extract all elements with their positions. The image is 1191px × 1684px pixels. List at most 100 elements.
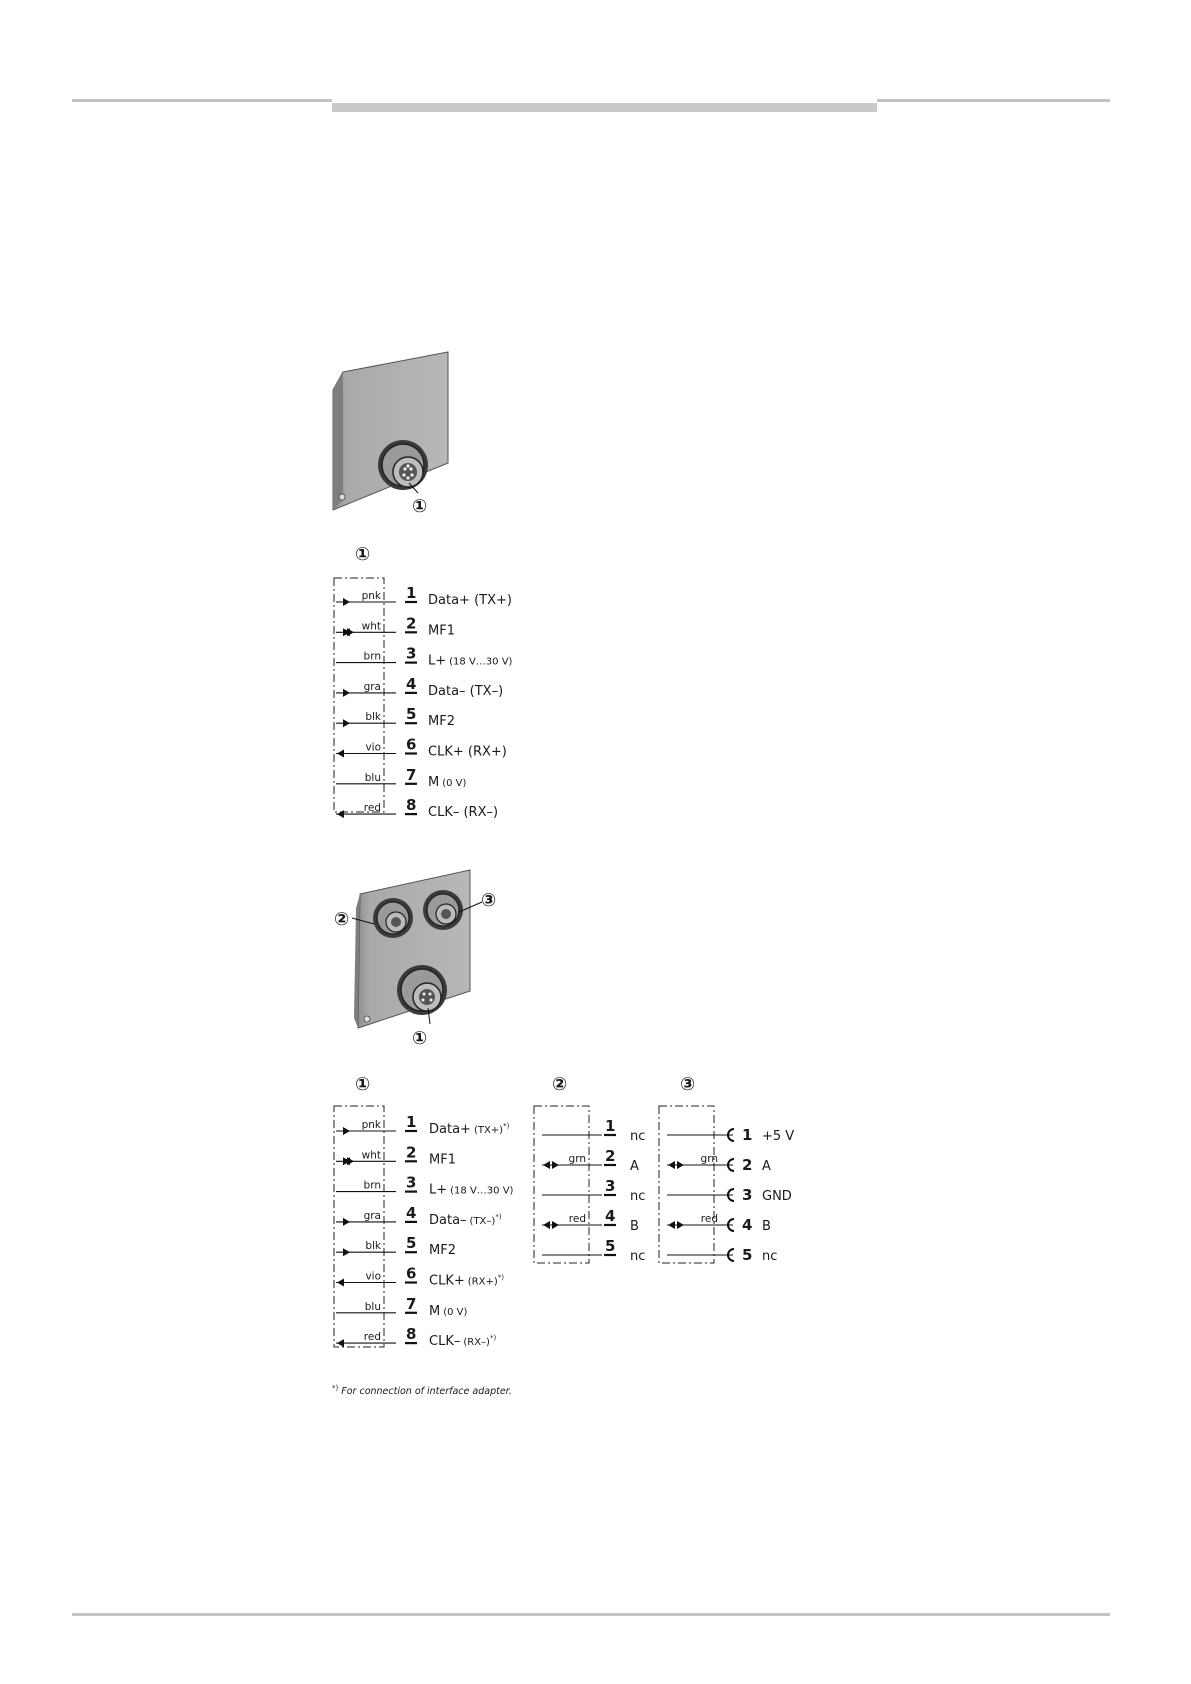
pin-row: grn 2A bbox=[542, 1147, 639, 1174]
arrow-head bbox=[343, 688, 350, 697]
wire-color-label: grn bbox=[701, 1153, 718, 1165]
wire-color-label: blu bbox=[365, 772, 381, 784]
pin-row: 3 nc bbox=[542, 1177, 645, 1204]
arrow-head bbox=[343, 719, 350, 728]
signal-label: Data+ (TX+) bbox=[428, 593, 512, 608]
screw-hole bbox=[338, 493, 346, 501]
callout-1: ① bbox=[412, 1028, 427, 1049]
pin-row: 1 nc bbox=[542, 1117, 645, 1144]
arrow-head bbox=[552, 1221, 559, 1229]
pin-number: 2 bbox=[406, 614, 416, 632]
footnote-mark: *) bbox=[332, 1384, 339, 1392]
wire-color-label: pnk bbox=[362, 1119, 382, 1131]
arrow-head bbox=[343, 1217, 350, 1226]
pin-number: 3 bbox=[605, 1177, 615, 1195]
pin-number: 2 bbox=[605, 1147, 615, 1165]
signal-label: L+(18 V…30 V) bbox=[428, 654, 513, 669]
arrow-head bbox=[347, 628, 354, 637]
wire-color-label: pnk bbox=[362, 590, 382, 602]
pin-number: 2 bbox=[406, 1143, 416, 1161]
signal-label: MF1 bbox=[428, 623, 455, 638]
signal-label: Data–(TX–)*) bbox=[429, 1213, 502, 1228]
pin-number: 6 bbox=[406, 1265, 416, 1283]
arrow-head bbox=[668, 1161, 675, 1169]
signal-label: A bbox=[762, 1159, 771, 1174]
pin-row: 1+5 V bbox=[667, 1126, 794, 1144]
socket-contact bbox=[727, 1218, 735, 1232]
signal-label: A bbox=[630, 1159, 639, 1174]
signal-label: +5 V bbox=[762, 1129, 794, 1144]
arrow-head bbox=[343, 598, 350, 606]
pin-number: 5 bbox=[605, 1237, 615, 1255]
wire-color-label: grn bbox=[569, 1153, 586, 1165]
signal-label: CLK– (RX–) bbox=[428, 805, 498, 820]
pin-number: 7 bbox=[406, 766, 416, 784]
diagram-1-frame bbox=[333, 577, 385, 813]
pin-number: 6 bbox=[406, 736, 416, 754]
connector-2 bbox=[351, 898, 413, 938]
footnote-text: For connection of interface adapter. bbox=[341, 1386, 512, 1397]
diagram-3-connector-label: ② bbox=[552, 1074, 567, 1095]
signal-label: L+(18 V…30 V) bbox=[429, 1183, 514, 1198]
diagram-1-connector-label: ① bbox=[355, 544, 370, 565]
wire-color-label: vio bbox=[365, 742, 381, 754]
socket-contact bbox=[727, 1128, 735, 1142]
callout-2: ② bbox=[334, 909, 349, 930]
wire-color-label: red bbox=[364, 1331, 381, 1343]
arrow-head bbox=[552, 1161, 559, 1169]
pin-number: 3 bbox=[406, 645, 416, 663]
pin-number: 5 bbox=[406, 1234, 416, 1252]
arrow-head bbox=[347, 1157, 354, 1166]
diagram-2-connector-label: ① bbox=[355, 1074, 370, 1095]
pin-number: 1 bbox=[406, 584, 416, 602]
callout-1: ① bbox=[412, 496, 427, 517]
wire-color-label: vio bbox=[365, 1271, 381, 1283]
signal-label: nc bbox=[630, 1129, 645, 1144]
diagram-3-frame bbox=[533, 1105, 590, 1264]
wire-color-label: wht bbox=[362, 1149, 381, 1161]
socket-contact bbox=[727, 1188, 735, 1202]
arrow-head bbox=[337, 1278, 344, 1287]
wire-color-label: gra bbox=[364, 681, 381, 693]
arrow-head bbox=[677, 1161, 684, 1169]
signal-label: M(0 V) bbox=[429, 1304, 468, 1319]
pin-number: 4 bbox=[605, 1207, 615, 1225]
m12-connector-1 bbox=[378, 440, 428, 494]
screw-hole bbox=[363, 1015, 371, 1023]
signal-label: MF2 bbox=[429, 1243, 456, 1258]
callout-3: ③ bbox=[481, 890, 496, 911]
signal-label: Data+(TX+)*) bbox=[429, 1122, 510, 1137]
pin-row: 5 nc bbox=[542, 1237, 645, 1264]
signal-label: nc bbox=[630, 1189, 645, 1204]
signal-label: MF2 bbox=[428, 714, 455, 729]
signal-label: nc bbox=[630, 1249, 645, 1264]
wire-color-label: red bbox=[364, 802, 381, 814]
arrow-head bbox=[677, 1221, 684, 1229]
wire-color-label: wht bbox=[362, 620, 381, 632]
wire-color-label: blk bbox=[365, 711, 382, 723]
signal-label: CLK–(RX–)*) bbox=[429, 1334, 496, 1349]
pin-number: 1 bbox=[605, 1117, 615, 1135]
header-rule-right bbox=[877, 99, 1110, 102]
signal-label: M(0 V) bbox=[428, 775, 467, 790]
pin-number: 2 bbox=[742, 1156, 752, 1174]
arrow-head bbox=[543, 1221, 550, 1229]
device-illustration-three-connectors: ② ③ ① bbox=[334, 869, 496, 1049]
diagram-2-frame bbox=[333, 1105, 385, 1348]
